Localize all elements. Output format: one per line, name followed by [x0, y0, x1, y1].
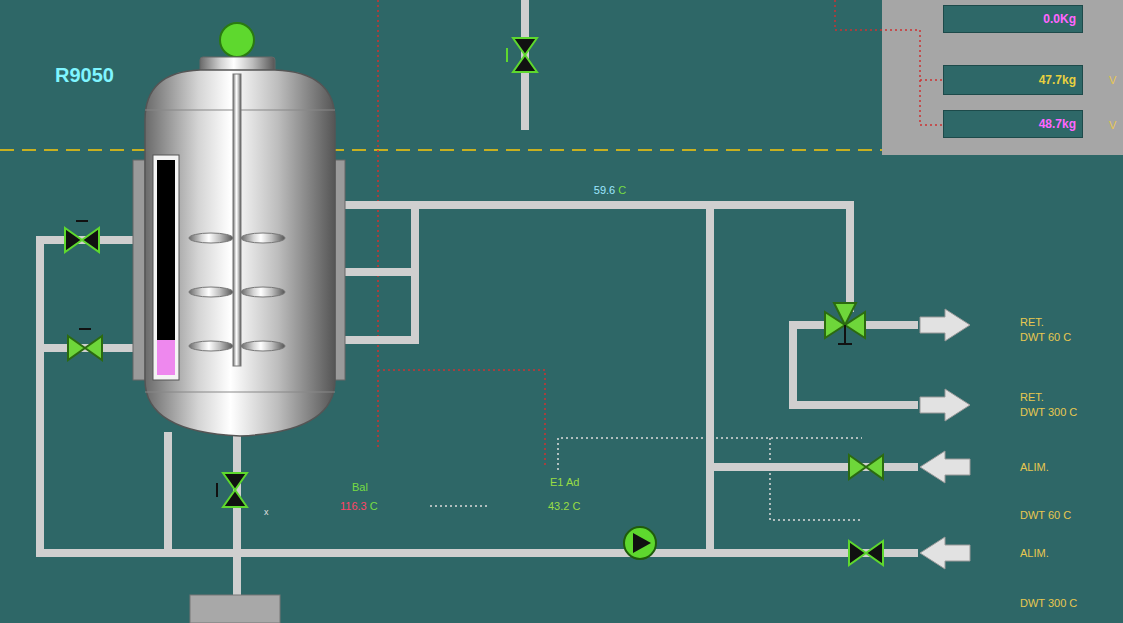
- signal-line: [430, 438, 862, 520]
- signal-line: [835, 0, 943, 125]
- valve-body: [866, 455, 883, 479]
- flow-arrow: [920, 389, 970, 421]
- valve-body: [85, 336, 102, 360]
- signal-line: [378, 0, 545, 468]
- vessel-tag: R9050: [55, 64, 114, 87]
- pipework: [36, 0, 918, 598]
- valve-mark: [216, 483, 218, 497]
- value-box: 47.7kg: [943, 65, 1083, 95]
- valve-closed: [65, 228, 99, 252]
- line-label: DWT 60 C: [1020, 331, 1071, 344]
- valve-body: [223, 473, 247, 490]
- pipe: [40, 240, 133, 348]
- weight-value: 48.7kg: [1039, 117, 1076, 131]
- agitator-blade: [189, 287, 233, 297]
- level-gauge-fill: [157, 340, 175, 375]
- area-divider: [0, 149, 882, 151]
- flow-arrow: [920, 451, 970, 483]
- pipe: [710, 463, 918, 471]
- unit-mark: V: [1109, 119, 1116, 132]
- valve-mark: x: [264, 507, 269, 517]
- reactor-jacket: [133, 160, 145, 380]
- valve-body: [834, 303, 856, 325]
- flow-arrow: [920, 309, 970, 341]
- valves: [65, 38, 883, 565]
- pipe: [340, 205, 415, 344]
- valve-body: [849, 541, 866, 565]
- value-box: 0.0Kg: [943, 5, 1083, 33]
- valve-closed: [513, 38, 537, 72]
- reading-value: 59.6: [594, 184, 615, 196]
- value-box: 48.7kg: [943, 110, 1083, 138]
- pump-arrow: [633, 533, 651, 553]
- pipe: [706, 205, 714, 553]
- line-label: DWT 60 C: [1020, 509, 1071, 522]
- agitator-blade: [241, 233, 285, 243]
- valve-handle: [838, 325, 852, 344]
- weight-value: 0.0Kg: [1043, 12, 1076, 26]
- sensor-name: Bal: [352, 481, 368, 494]
- pipe: [233, 435, 241, 598]
- level-gauge-track: [157, 160, 175, 375]
- valve-body: [68, 336, 85, 360]
- reading-unit: C: [569, 500, 580, 512]
- line-label: RET.: [1020, 316, 1044, 329]
- valve-body: [82, 228, 99, 252]
- pipe: [164, 432, 172, 553]
- agitator-blades: [189, 233, 285, 351]
- drain-tank: [190, 595, 280, 623]
- valve-body: [866, 541, 883, 565]
- status-lamp: [220, 23, 254, 57]
- flow-arrows: [920, 309, 970, 569]
- scale-panel: [882, 0, 1123, 155]
- line-label: ALIM.: [1020, 461, 1049, 474]
- pipe: [36, 236, 44, 557]
- valve-mark: [76, 220, 88, 222]
- flow-arrow: [920, 537, 970, 569]
- temperature-reading: 116.3 C: [340, 500, 378, 513]
- temperature-reading: 59.6 C: [594, 184, 626, 197]
- level-gauge: [153, 155, 179, 380]
- valve-body: [849, 455, 866, 479]
- weight-value: 47.7kg: [1039, 73, 1076, 87]
- valve-body: [65, 228, 82, 252]
- agitator-blade: [241, 341, 285, 351]
- pump-symbol: [624, 527, 656, 559]
- reading-unit: C: [367, 500, 378, 512]
- line-label: RET.: [1020, 391, 1044, 404]
- agitator-blade: [189, 341, 233, 351]
- valve-body: [513, 38, 537, 55]
- valve-open: [68, 336, 102, 360]
- valve-closed: [849, 541, 883, 565]
- reading-unit: C: [615, 184, 626, 196]
- agitator-shaft: [233, 74, 241, 366]
- valve-mark: [79, 328, 91, 330]
- agitator-blade: [189, 233, 233, 243]
- reactor-jacket: [335, 160, 345, 380]
- unit-mark: V: [1109, 74, 1116, 87]
- line-label: DWT 300 C: [1020, 597, 1077, 610]
- valve-mark: [506, 48, 508, 62]
- pipe: [860, 321, 918, 329]
- pipe: [793, 325, 918, 405]
- reactor-vessel: [145, 70, 335, 436]
- valve-closed: [223, 473, 247, 507]
- valve-body: [513, 55, 537, 72]
- valve-open: [849, 455, 883, 479]
- valve-body: [223, 490, 247, 507]
- sensor-name: E1 Ad: [550, 476, 579, 489]
- agitator-blade: [241, 287, 285, 297]
- reading-value: 43.2: [548, 500, 569, 512]
- temperature-reading: 43.2 C: [548, 500, 580, 513]
- line-label: ALIM.: [1020, 547, 1049, 560]
- line-label: DWT 300 C: [1020, 406, 1077, 419]
- reading-value: 116.3: [340, 500, 367, 512]
